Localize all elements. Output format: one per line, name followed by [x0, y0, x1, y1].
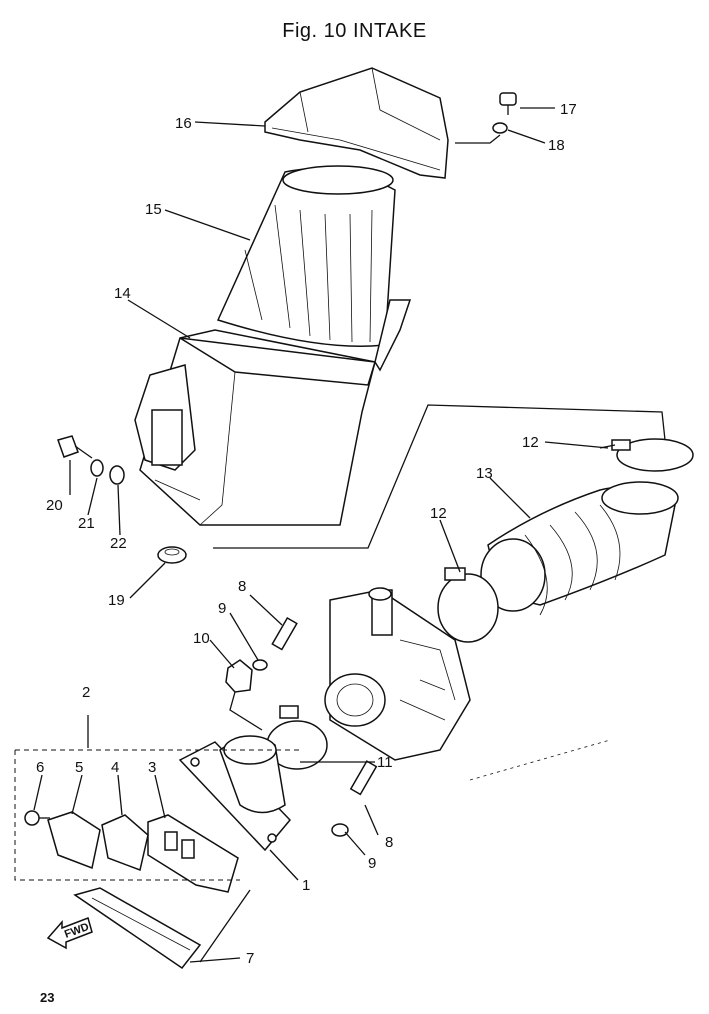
- leader-lines: [33, 107, 609, 963]
- page-number: 23: [40, 990, 55, 1005]
- dashed-reference-line: [469, 739, 611, 781]
- callout-7: 7: [246, 950, 254, 967]
- part-washer-21: [90, 459, 104, 477]
- callout-2: 2: [82, 684, 90, 701]
- part-air-filter-case: [134, 299, 412, 526]
- part-bolt-20: [57, 435, 93, 459]
- callout-8-upper: 8: [238, 578, 246, 595]
- callout-8-lower: 8: [385, 834, 393, 851]
- part-screw-17: [499, 92, 517, 115]
- fwd-arrow-icon: FWD: [46, 917, 93, 950]
- part-bolt-8-lower: [349, 760, 378, 796]
- part-hose-clamp-11: [266, 705, 328, 770]
- part-reed-stopper: [47, 811, 101, 870]
- callout-13: 13: [476, 465, 493, 482]
- part-reed: [101, 814, 149, 872]
- callout-3: 3: [148, 759, 156, 776]
- part-washer-18: [492, 122, 508, 134]
- part-clip-10: [225, 659, 253, 693]
- leader-18-to-cover: [455, 134, 501, 144]
- callout-6: 6: [36, 759, 44, 776]
- callout-17: 17: [560, 101, 577, 118]
- part-washer-9-upper: [252, 659, 268, 671]
- part-hose-clamp-upper: [599, 438, 694, 472]
- part-grommet: [157, 546, 187, 564]
- part-air-filter-element: [216, 165, 396, 347]
- callout-5: 5: [75, 759, 83, 776]
- clip-mount-leader: [229, 691, 263, 731]
- callout-18: 18: [548, 137, 565, 154]
- callout-1: 1: [302, 877, 310, 894]
- callout-9-upper: 9: [218, 600, 226, 617]
- callout-4: 4: [111, 759, 119, 776]
- callout-20: 20: [46, 497, 63, 514]
- callout-14: 14: [114, 285, 131, 302]
- part-bolt-8-upper: [271, 616, 298, 651]
- part-washer-9-lower: [331, 823, 349, 837]
- callout-22: 22: [110, 535, 127, 552]
- part-reed-valve-assembly: [147, 814, 239, 893]
- part-intake-duct-cover: [264, 67, 449, 179]
- part-washer-22: [109, 465, 125, 485]
- callout-19: 19: [108, 592, 125, 609]
- part-carburetor: [324, 587, 471, 761]
- callout-10: 10: [193, 630, 210, 647]
- callout-9-lower: 9: [368, 855, 376, 872]
- callout-12-lower: 12: [430, 505, 447, 522]
- figure-title: Fig. 10 INTAKE: [282, 20, 427, 42]
- callout-12-upper: 12: [522, 434, 539, 451]
- part-intake-hose: [480, 481, 679, 616]
- reed-valve-group-box: [14, 715, 300, 881]
- callout-11: 11: [377, 754, 393, 771]
- callout-21: 21: [78, 515, 95, 532]
- part-carburetor-joint: [178, 735, 292, 852]
- part-screw: [24, 810, 50, 826]
- assembly-bracket-line: [213, 404, 666, 549]
- part-gasket: [73, 887, 202, 970]
- callout-15: 15: [145, 201, 162, 218]
- callout-labels: 16 17 18 15 14 12 13 12 20 21 22 19 8 9 …: [36, 101, 577, 967]
- callout-16: 16: [175, 115, 192, 132]
